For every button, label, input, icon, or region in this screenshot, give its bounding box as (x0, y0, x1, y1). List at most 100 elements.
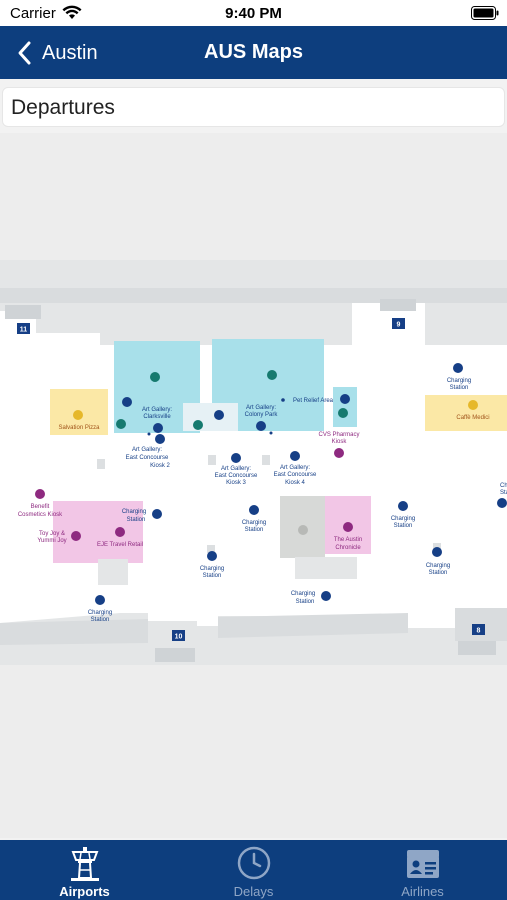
art-k3-label-3: Kiosk 3 (226, 480, 246, 486)
id-card-icon (407, 850, 439, 878)
pet-relief-label: Pet Relief Area (293, 398, 334, 404)
charging-station[interactable]: Charging Station (391, 501, 415, 529)
charging-station[interactable]: Charging Station (88, 595, 112, 623)
clock-time: 9:40 PM (225, 5, 282, 22)
gate-number-8: 8 (477, 628, 481, 635)
charging-label-2: Station (127, 517, 146, 523)
gate-11-structure (5, 305, 41, 319)
store-icon[interactable] (298, 525, 308, 535)
benefit-label-2: Cosmetics Kiosk (18, 512, 63, 518)
shopping-icon[interactable] (334, 448, 344, 458)
shopping-icon[interactable] (343, 522, 353, 532)
gate-8-structure (458, 641, 496, 655)
atm-icon[interactable] (338, 408, 348, 418)
charging-label-2: Station (91, 617, 110, 623)
gate-9-structure (380, 299, 416, 311)
charging-station[interactable]: Charging Station (200, 545, 224, 579)
charging-icon[interactable] (249, 505, 259, 515)
carrier-label: Carrier (10, 5, 56, 22)
gate-number-9: 9 (397, 322, 401, 329)
art-gallery-icon[interactable] (155, 434, 165, 444)
austin-chronicle-label-1: The Austin (334, 537, 362, 543)
charging-label-1: Charging (122, 509, 146, 515)
tab-airlines[interactable]: Airlines (338, 840, 507, 900)
charging-icon[interactable] (321, 591, 331, 601)
charging-icon[interactable] (207, 551, 217, 561)
back-label: Austin (42, 41, 98, 64)
austin-chronicle-label-2: Chronicle (335, 545, 361, 551)
shopping-icon[interactable] (71, 531, 81, 541)
food-icon[interactable] (468, 400, 478, 410)
art-kiosk-box-3 (262, 455, 270, 465)
gate-badge-8[interactable]: 8 (472, 624, 485, 635)
art-gallery-icon[interactable] (256, 421, 266, 431)
art-gallery-icon[interactable] (153, 423, 163, 433)
shopping-icon[interactable] (115, 527, 125, 537)
food-icon[interactable] (73, 410, 83, 420)
clock-icon (237, 846, 271, 880)
gate-badge-10[interactable]: 10 (172, 630, 185, 641)
gate-badge-11[interactable]: 11 (17, 323, 30, 334)
pet-relief-icon[interactable] (340, 394, 350, 404)
restroom-icon[interactable] (267, 370, 277, 380)
family-restroom-icon[interactable] (116, 419, 126, 429)
charging-icon[interactable] (497, 498, 507, 508)
status-bar: Carrier 9:40 PM (0, 0, 507, 26)
back-button[interactable]: Austin (14, 38, 98, 68)
level-selector[interactable]: Departures (2, 87, 505, 127)
family-restroom-icon[interactable] (193, 420, 203, 430)
benefit-label-1: Benefit (31, 504, 50, 510)
charging-station[interactable]: Charging Station (122, 509, 162, 523)
tab-delays[interactable]: Delays (169, 840, 338, 900)
charging-label-2: Station (450, 385, 469, 391)
charging-station[interactable]: Charging Station (447, 363, 471, 391)
tab-airports[interactable]: Airports (0, 840, 169, 900)
art-k4-label-2: East Concourse (274, 472, 317, 478)
food-area-caffe-medici (425, 395, 507, 431)
chevron-left-icon (18, 41, 31, 65)
charging-icon[interactable] (432, 547, 442, 557)
art-k3-label-1: Art Gallery: (221, 466, 251, 472)
art-clarksville-label-1: Art Gallery: (142, 407, 172, 413)
caffe-medici-label: Caffè Medici (456, 415, 489, 421)
art-colony-label-2: Colony Park (245, 412, 279, 418)
charging-label-1: Charging (200, 566, 224, 572)
pet-relief-dot (281, 398, 285, 402)
tab-airports-label: Airports (59, 884, 110, 899)
charging-station[interactable]: Charging Station (497, 483, 507, 508)
charging-icon[interactable] (398, 501, 408, 511)
restroom-small-east (333, 387, 357, 427)
art-k2-label-1: Art Gallery: (132, 447, 162, 453)
charging-icon[interactable] (95, 595, 105, 605)
art-colony-label-1: Art Gallery: (246, 405, 276, 411)
shopping-icon[interactable] (35, 489, 45, 499)
terminal-map[interactable]: 11 9 10 8 Pet Relief Area Salvation Pizz… (0, 133, 507, 838)
charging-station[interactable]: Charging Station (426, 543, 450, 576)
retail-kiosk-gray-2 (295, 557, 357, 579)
control-tower-icon (71, 847, 99, 881)
map-dot (269, 431, 273, 435)
restroom-icon[interactable] (150, 372, 160, 382)
art-gallery-icon[interactable] (231, 453, 241, 463)
battery-icon (471, 6, 499, 20)
cvs-pharmacy-label-2: Kiosk (332, 439, 348, 445)
charging-label-1: Charging (391, 516, 415, 522)
charging-station[interactable]: Charging Station (291, 591, 331, 605)
charging-station[interactable]: Charging Station (242, 505, 266, 533)
art-k2-label-2: East Concourse (126, 455, 169, 461)
charging-label-1: Charging (291, 591, 315, 597)
gate-number-10: 10 (175, 634, 183, 641)
nursing-room-icon[interactable] (214, 410, 224, 420)
map-wall-bottom-2 (218, 613, 408, 638)
charging-label-2: Station (245, 527, 264, 533)
art-kiosk-box-2 (208, 455, 216, 465)
charging-pillar (207, 545, 215, 553)
charging-icon[interactable] (453, 363, 463, 373)
gate-badge-9[interactable]: 9 (392, 318, 405, 329)
charging-icon[interactable] (152, 509, 162, 519)
art-gallery-icon[interactable] (290, 451, 300, 461)
art-gallery-icon[interactable] (122, 397, 132, 407)
charging-label-2: Station (429, 570, 448, 576)
page-title: AUS Maps (204, 41, 303, 63)
wifi-icon (62, 5, 82, 19)
